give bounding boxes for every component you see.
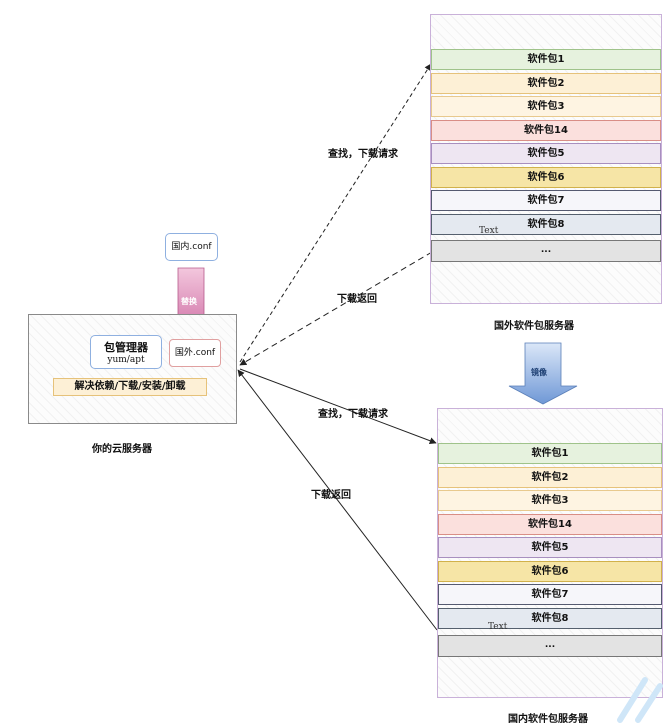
- domestic-package-item: 软件包2: [438, 466, 662, 488]
- domestic-conf-label: 国内.conf: [171, 242, 212, 252]
- foreign-repo-caption: 国外软件包服务器: [494, 321, 574, 332]
- package-label: 软件包5: [531, 542, 569, 553]
- package-label: 软件包1: [531, 448, 569, 459]
- foreign-package-item: 软件包14: [431, 119, 661, 141]
- foreign-package-item: 软件包5: [431, 143, 661, 164]
- foreign-package-item: 软件包2: [431, 72, 661, 94]
- foreign-more: ...: [431, 240, 661, 262]
- domestic-more: ...: [438, 635, 662, 657]
- foreign-text-overlay: Text: [479, 226, 499, 236]
- foreign-conf-label: 国外.conf: [174, 348, 216, 358]
- foreign-package-item: 软件包6: [431, 166, 661, 188]
- package-label: 软件包6: [531, 565, 569, 577]
- package-label: 软件包2: [527, 77, 565, 89]
- domestic-package-item: 软件包5: [438, 537, 662, 558]
- package-label: 软件包7: [531, 589, 569, 600]
- domestic-package-item: 软件包8: [438, 607, 662, 629]
- label-return-foreign: 下载返回: [337, 294, 377, 305]
- cloud-server: 包管理器 yum/apt 国外.conf 解决依赖/下载/安装/卸载: [28, 314, 237, 424]
- domestic-package-item: 软件包1: [438, 443, 662, 464]
- replace-label: 替换: [181, 297, 197, 306]
- label-search-foreign: 查找，下载请求: [328, 149, 398, 160]
- package-label: 软件包14: [524, 124, 568, 136]
- edge-search-foreign: [239, 63, 432, 363]
- package-label: 软件包3: [527, 101, 565, 112]
- foreign-conf-box: 国外.conf: [169, 339, 221, 367]
- package-label: 软件包8: [527, 218, 565, 230]
- edge-return-domestic: [237, 369, 438, 631]
- domestic-repo-caption: 国内软件包服务器: [508, 714, 588, 725]
- package-label: 软件包7: [527, 195, 565, 206]
- functions-bar: 解决依赖/下载/安装/卸载: [53, 378, 207, 396]
- decorative-stroke: [617, 677, 663, 723]
- package-label: 软件包8: [531, 612, 569, 624]
- package-label: 软件包14: [528, 518, 572, 530]
- domestic-package-item: 软件包14: [438, 513, 662, 535]
- domestic-package-item: 软件包7: [438, 584, 662, 605]
- foreign-package-item: 软件包7: [431, 190, 661, 211]
- mirror-arrow: [508, 342, 578, 405]
- domestic-conf-box: 国内.conf: [165, 233, 218, 261]
- pkg-manager-title: 包管理器: [104, 341, 148, 354]
- foreign-package-item: 软件包1: [431, 49, 661, 70]
- foreign-repo: 软件包1 软件包2 软件包3 软件包14 软件包5 软件包6 软件包7 软件包8 ... Te…: [430, 14, 662, 304]
- pkg-manager-sub: yum/apt: [107, 355, 145, 365]
- mirror-label: 镜像: [531, 368, 547, 377]
- domestic-package-item: 软件包3: [438, 490, 662, 511]
- label-search-domestic: 查找，下载请求: [318, 409, 388, 420]
- package-label: 软件包5: [527, 148, 565, 159]
- package-label: 软件包6: [527, 171, 565, 183]
- package-label: 软件包1: [527, 54, 565, 65]
- foreign-package-item: 软件包3: [431, 96, 661, 117]
- domestic-text-overlay: Text: [488, 622, 508, 632]
- foreign-package-item: 软件包8: [431, 213, 661, 235]
- package-label: 软件包3: [531, 495, 569, 506]
- pkg-manager-box: 包管理器 yum/apt: [90, 335, 162, 369]
- edge-search-domestic: [239, 368, 437, 445]
- edge-return-foreign: [239, 251, 433, 366]
- cloud-server-caption: 你的云服务器: [92, 444, 152, 455]
- package-label: 软件包2: [531, 471, 569, 483]
- label-return-domestic: 下载返回: [311, 490, 351, 501]
- domestic-package-item: 软件包6: [438, 560, 662, 582]
- domestic-repo: 软件包1 软件包2 软件包3 软件包14 软件包5 软件包6 软件包7 软件包8 ... Te…: [437, 408, 663, 698]
